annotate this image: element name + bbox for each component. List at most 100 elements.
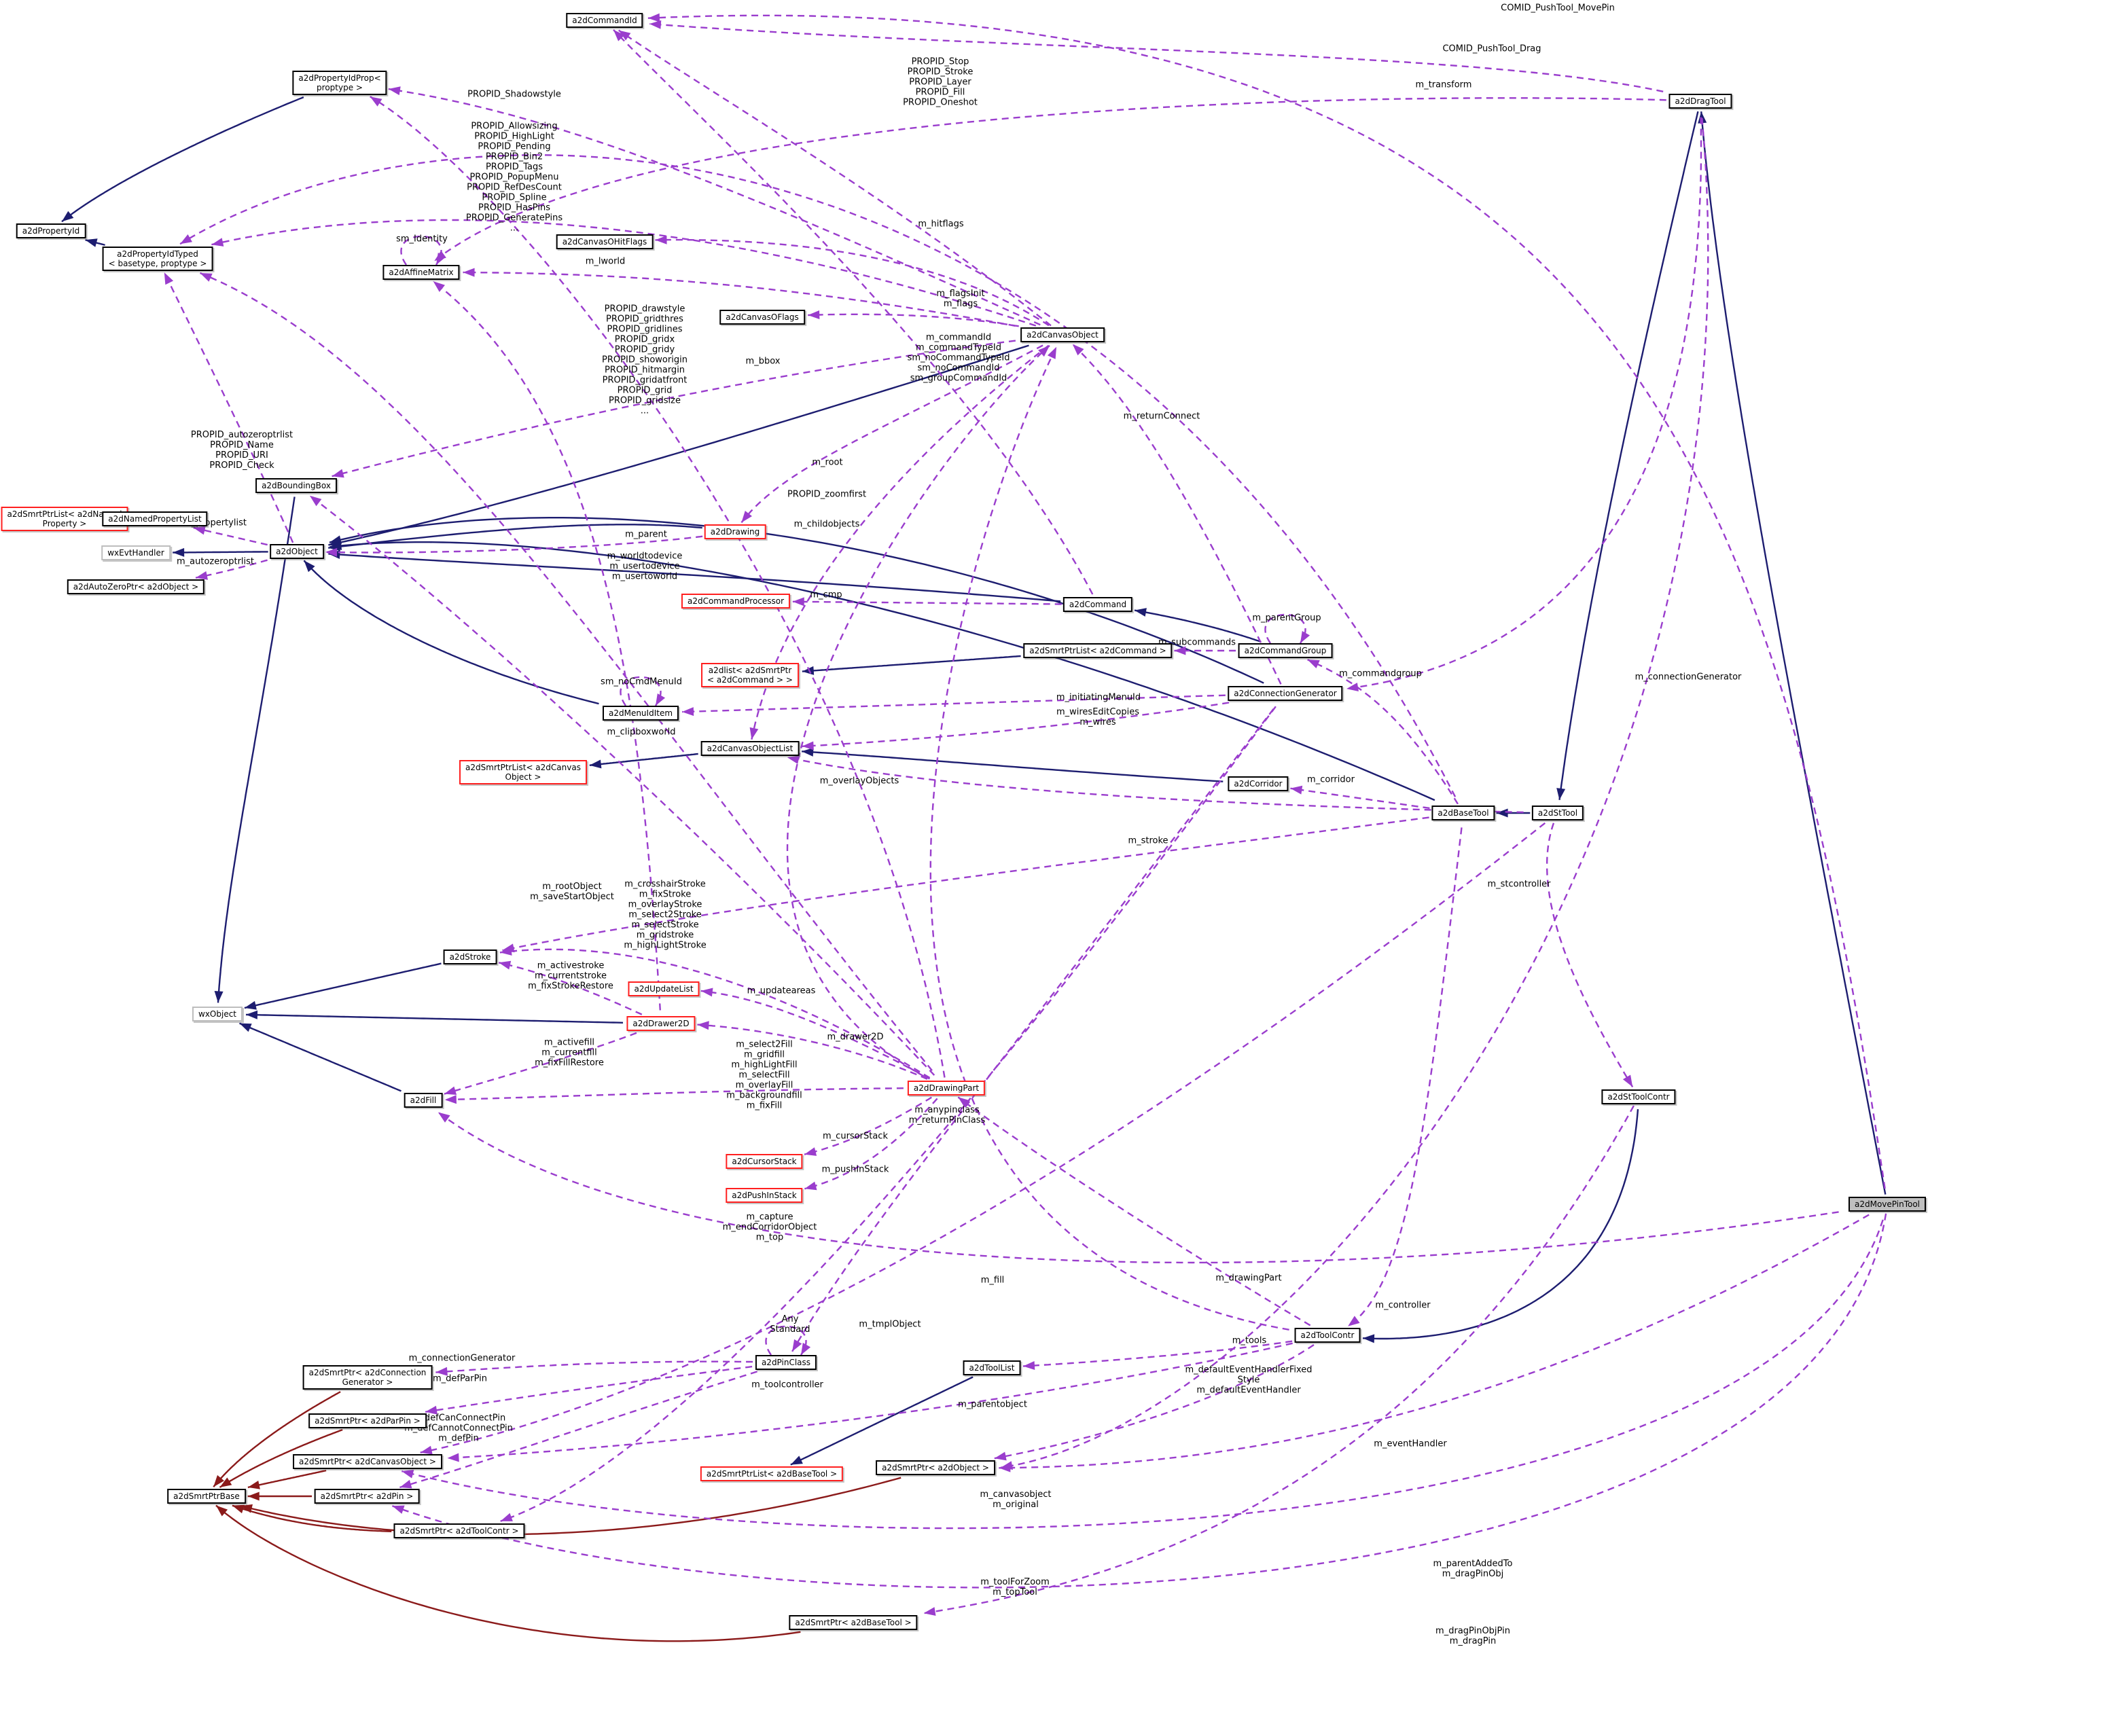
usage-edge (193, 526, 268, 546)
class-node-toolContr[interactable]: a2dToolContr (1294, 1328, 1361, 1343)
class-node-menuIdItem[interactable]: a2dMenuIdItem (602, 706, 679, 721)
class-node-label: a2dlist< a2dSmrtPtr (708, 666, 792, 675)
edge-label-line: m_currentfill (541, 1047, 597, 1058)
usage-edge (957, 1096, 1311, 1326)
edge-label-line: sm_groupCommandId (910, 373, 1007, 384)
edge-label-line: m_wires (1079, 717, 1116, 727)
class-node-label: a2dCommandGroup (1244, 646, 1327, 655)
class-node-propIdTyped[interactable]: a2dPropertyIdTyped< basetype, proptype > (102, 247, 213, 271)
edge-label-line: m_gridstroke (636, 930, 694, 941)
arrowhead (200, 273, 213, 282)
class-node-stToolContr[interactable]: a2dStToolContr (1601, 1089, 1676, 1104)
class-node-smrtPtrCanvasObject[interactable]: a2dSmrtPtr< a2dCanvasObject > (293, 1454, 442, 1469)
edge-label-line: m_autozeroptrlist (176, 556, 255, 567)
arrowhead (923, 1607, 936, 1616)
class-node-smrtPtrBaseTool[interactable]: a2dSmrtPtr< a2dBaseTool > (789, 1615, 918, 1630)
arrowhead (1047, 346, 1057, 359)
class-node-commandProcessor[interactable]: a2dCommandProcessor (681, 594, 791, 609)
edge-label-line: PROPID_gridlines (607, 324, 683, 335)
class-node-canvasObject[interactable]: a2dCanvasObject (1020, 327, 1105, 342)
class-node-drawingPart[interactable]: a2dDrawingPart (907, 1081, 986, 1096)
class-node-stroke[interactable]: a2dStroke (443, 950, 497, 964)
class-node-canvasObjectList[interactable]: a2dCanvasObjectList (700, 741, 800, 756)
class-node-autoZeroPtr[interactable]: a2dAutoZeroPtr< a2dObject > (67, 579, 205, 594)
class-node-smrtPtrPin[interactable]: a2dSmrtPtr< a2dPin > (314, 1489, 420, 1504)
edge-label: m_hitflags (918, 219, 963, 230)
class-node-commandGroup[interactable]: a2dCommandGroup (1238, 643, 1333, 658)
class-node-label: a2dDrawing (710, 527, 760, 537)
class-node-canvasOHitFlags[interactable]: a2dCanvasOHitFlags (556, 234, 654, 249)
edge-label-line: PROPID_Spline (482, 192, 547, 203)
class-node-wxObject[interactable]: wxObject (192, 1007, 243, 1021)
class-node-command[interactable]: a2dCommand (1062, 597, 1133, 612)
class-node-object[interactable]: a2dObject (270, 544, 324, 559)
class-node-dragTool[interactable]: a2dDragTool (1668, 94, 1732, 109)
class-node-drawer2D[interactable]: a2dDrawer2D (626, 1016, 696, 1031)
class-node-label: a2dSmrtPtr< a2dPin > (320, 1491, 414, 1501)
edge-label: m_drawingPart (1215, 1273, 1281, 1284)
edge-label-line: m_cmp (810, 590, 842, 600)
inheritance-edge (244, 962, 442, 1009)
class-node-corridor[interactable]: a2dCorridor (1228, 776, 1289, 791)
edge-label-line: sm_noCommandId (917, 363, 1000, 374)
edge-label: m_parentGroup (1252, 613, 1321, 623)
inheritance-edge (328, 553, 1061, 602)
class-node-smrtPtrParPin[interactable]: a2dSmrtPtr< a2dParPin > (308, 1413, 427, 1428)
edge-label-line: m_top (755, 1232, 784, 1243)
edge-label-line: m_parent (625, 529, 667, 540)
inheritance-edge (1134, 609, 1262, 643)
usage-edge (433, 97, 1666, 262)
class-node-smrtPtrListCommand[interactable]: a2dSmrtPtrList< a2dCommand > (1023, 643, 1173, 658)
arrowhead (244, 1000, 257, 1010)
edge-label-line: m_drawer2D (827, 1032, 884, 1043)
edge-label-line: PROPID_Layer (909, 77, 971, 88)
class-node-propertyId[interactable]: a2dPropertyId (16, 223, 86, 238)
class-node-boundingBox[interactable]: a2dBoundingBox (255, 478, 337, 493)
class-node-commandId[interactable]: a2dCommandId (566, 13, 643, 28)
edge-label-line: m_usertodevice (609, 561, 680, 572)
class-node-connectionGenerator[interactable]: a2dConnectionGenerator (1228, 686, 1343, 701)
arrowhead (309, 495, 322, 507)
class-node-cursorStack[interactable]: a2dCursorStack (726, 1154, 803, 1169)
inheritance-edge (328, 344, 1029, 546)
class-node-canvasOFlags[interactable]: a2dCanvasOFlags (719, 310, 805, 325)
class-node-smrtPtrBase[interactable]: a2dSmrtPtrBase (167, 1489, 246, 1504)
usage-edge (447, 1342, 1293, 1460)
class-node-affineMatrix[interactable]: a2dAffineMatrix (382, 265, 460, 280)
class-node-namedPropList[interactable]: a2dNamedPropertyList (102, 511, 208, 526)
class-node-updateList[interactable]: a2dUpdateList (628, 981, 700, 996)
class-node-label: a2dSmrtPtrList< a2dBaseTool > (706, 1469, 838, 1479)
class-node-movePinTool[interactable]: a2dMovePinTool (1848, 1197, 1927, 1212)
usage-edge (420, 822, 1546, 1453)
class-node-toolList[interactable]: a2dToolList (963, 1360, 1021, 1375)
class-node-wxEvtHandler[interactable]: wxEvtHandler (101, 545, 171, 560)
inheritance-edge (61, 96, 304, 223)
class-node-pinClass[interactable]: a2dPinClass (755, 1355, 817, 1370)
class-node-drawing[interactable]: a2dDrawing (704, 524, 766, 539)
edge-label-line: m_stroke (1128, 835, 1168, 846)
edge-label-line: m_root (812, 457, 843, 468)
edge-label: m_fill (981, 1276, 1005, 1286)
class-node-smrtPtrObject[interactable]: a2dSmrtPtr< a2dObject > (876, 1460, 995, 1475)
class-node-smrtPtrListBaseTool[interactable]: a2dSmrtPtrList< a2dBaseTool > (700, 1466, 844, 1481)
arrowhead (304, 560, 315, 573)
usage-edge (786, 344, 1050, 1077)
class-node-smrtPtrToolContr[interactable]: a2dSmrtPtr< a2dToolContr > (393, 1523, 525, 1538)
usage-edge (179, 153, 1457, 797)
template-edge (232, 1504, 392, 1532)
class-node-propIdProp[interactable]: a2dPropertyIdProp<proptype > (292, 71, 387, 95)
class-node-baseTool[interactable]: a2dBaseTool (1431, 806, 1495, 820)
class-node-fill[interactable]: a2dFill (404, 1093, 443, 1108)
class-node-pushInStack[interactable]: a2dPushInStack (726, 1188, 803, 1203)
class-node-a2dlistCommand[interactable]: a2dlist< a2dSmrtPtr< a2dCommand > > (701, 663, 799, 687)
edge-label-line: PROPID_drawstyle (604, 304, 685, 314)
arrowhead (164, 272, 174, 285)
class-node-stTool[interactable]: a2dStTool (1531, 806, 1584, 820)
